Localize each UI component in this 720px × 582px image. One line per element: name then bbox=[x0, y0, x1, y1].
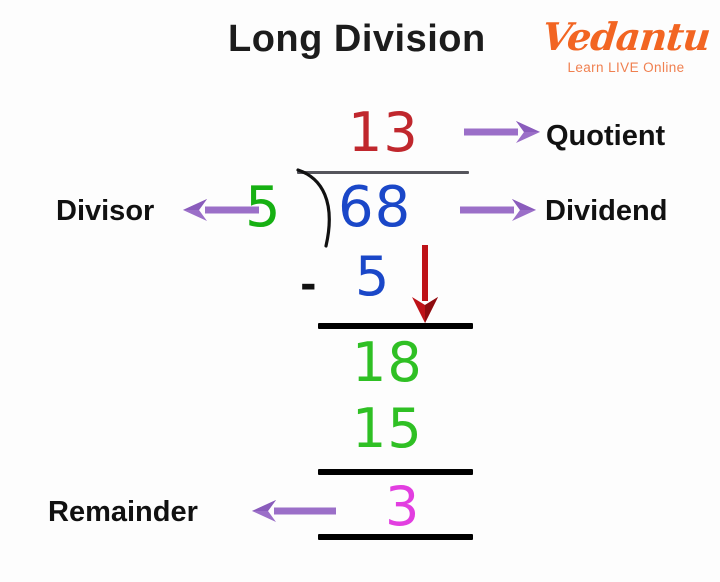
division-bracket-icon bbox=[292, 168, 340, 253]
minus-sign: - bbox=[300, 262, 317, 308]
vinculum-line bbox=[297, 171, 469, 174]
divisor-label: Divisor bbox=[56, 195, 155, 227]
quotient-value: 13 bbox=[348, 101, 419, 164]
quotient-label: Quotient bbox=[546, 120, 666, 152]
arrow-down-icon-bringdown bbox=[408, 243, 442, 325]
arrow-left-icon-remainder bbox=[252, 498, 338, 524]
subtraction-rule-2 bbox=[318, 469, 473, 475]
remainder-label: Remainder bbox=[48, 496, 198, 528]
arrow-left-icon-divisor bbox=[183, 197, 261, 223]
arrow-right-icon-dividend bbox=[458, 197, 538, 223]
subtrahend-value: 5 bbox=[355, 245, 391, 308]
dividend-value: 68 bbox=[338, 175, 412, 240]
page-title: Long Division bbox=[228, 18, 486, 60]
brand-wordmark: Vedantu bbox=[540, 14, 713, 59]
brand-tagline: Learn LIVE Online bbox=[567, 60, 685, 75]
dividend-label: Dividend bbox=[545, 195, 668, 227]
vedantu-logo: Vedantu Learn LIVE Online bbox=[540, 14, 713, 75]
arrow-right-icon-quotient bbox=[462, 119, 542, 145]
partial-dividend-value: 18 bbox=[352, 331, 423, 394]
subtraction-rule-1 bbox=[318, 323, 473, 329]
product-value: 15 bbox=[352, 397, 423, 460]
final-rule bbox=[318, 534, 473, 540]
remainder-value: 3 bbox=[385, 475, 421, 538]
